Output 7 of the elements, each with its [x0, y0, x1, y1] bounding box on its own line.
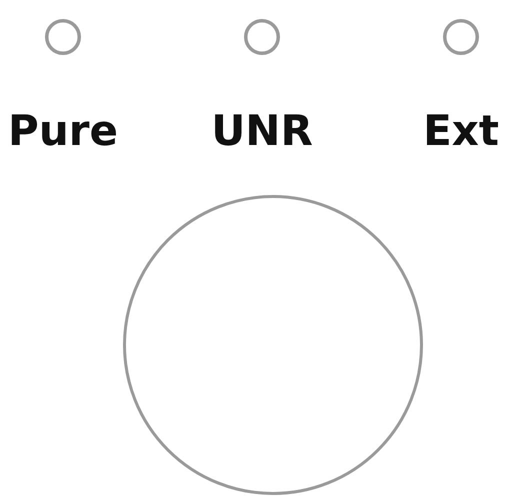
mode-label: Ext: [423, 110, 499, 152]
indicator-light: [244, 19, 280, 55]
mode-label: UNR: [211, 110, 313, 152]
mode-label: Pure: [8, 110, 118, 152]
indicator-light: [45, 19, 81, 55]
indicator-light: [443, 19, 479, 55]
control-knob: [123, 195, 423, 495]
